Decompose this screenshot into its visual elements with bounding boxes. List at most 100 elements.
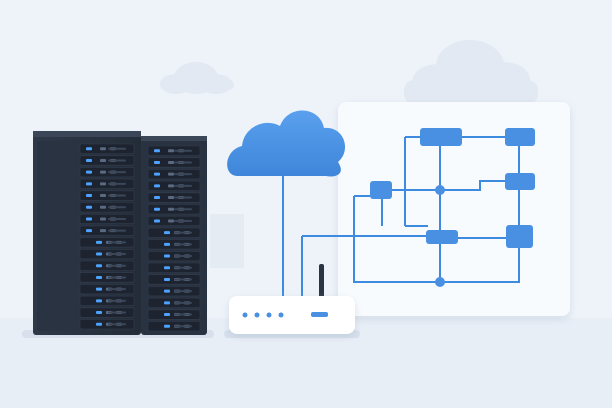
rack-led [86,217,92,221]
rack-led [164,301,170,305]
rack-led [100,147,106,151]
rack-vent [174,313,192,316]
rack-led [154,172,160,176]
rack-vent [108,159,126,162]
rack-led [96,264,102,268]
rack-vent [174,266,192,269]
router-led [254,312,260,318]
rack-led [168,207,174,211]
rack-vent [108,323,126,326]
background-cloud-small [160,62,234,94]
router-antenna [319,264,324,300]
rack-led [154,219,160,223]
rack-led [154,184,160,188]
node-box [506,225,533,248]
rack-vent [108,253,126,256]
rack-vent [108,229,126,232]
rack-led [154,160,160,164]
rack-led [86,205,92,209]
rack-led [100,229,106,233]
router-led [266,312,272,318]
node-dot [435,185,445,195]
rack-vent [174,219,192,222]
rack-unit [79,202,135,213]
rack-led [100,194,106,198]
rack-led [164,266,170,270]
rack-led [154,149,160,153]
network-diagram-icon [301,102,570,316]
rack-vent [174,290,192,293]
rack-unit [79,143,135,154]
rack-vent [108,147,126,150]
rack-led [164,254,170,258]
background-cloud-large [404,40,538,104]
rack-vent [174,231,192,234]
rack-led [168,172,174,176]
rack-unit [79,225,135,236]
rack-led [96,240,102,244]
node-box [505,128,535,146]
rack-led [100,158,106,162]
rack-led [86,170,92,174]
rack-vent [174,161,192,164]
rack-led [96,275,102,279]
rack-vent [108,276,126,279]
rack-unit [79,167,135,178]
rack-vent [108,299,126,302]
rack-door [37,141,77,331]
node-box [505,173,535,190]
rack-led [164,231,170,235]
rack-led [164,242,170,246]
rack-led [168,184,174,188]
rack-led [164,277,170,281]
node-box [370,181,392,199]
rack-unit [79,213,135,224]
background-block [210,214,244,268]
router-led [242,312,248,318]
node-box [426,230,458,244]
rack-vent [108,217,126,220]
rack-led [86,182,92,186]
node-box [420,128,462,146]
cloud-icon [227,110,346,300]
rack-led [168,160,174,164]
rack-vent [174,278,192,281]
rack-led [86,194,92,198]
rack-vent [174,301,192,304]
rack-unit [79,178,135,189]
rack-vent [174,325,192,328]
rack-led [164,313,170,317]
router-body [229,296,355,334]
rack-led [168,196,174,200]
diagram-panel [338,102,570,316]
rack-led [154,196,160,200]
rack-led [96,311,102,315]
rack-vent [108,288,126,291]
rack-vent [108,311,126,314]
rack-led [154,207,160,211]
rack-led [168,149,174,153]
rack-vent [174,255,192,258]
diagram-nodes [370,128,535,287]
rack-led [100,217,106,221]
rack-led [86,147,92,151]
rack-led [96,252,102,256]
rack-unit [79,190,135,201]
rack-vent [108,194,126,197]
rack-vent [108,171,126,174]
rack-vent [108,264,126,267]
rack-vent [108,182,126,185]
rack-led [168,219,174,223]
rack-vent [174,208,192,211]
rack-led [100,205,106,209]
rack-vent [174,149,192,152]
rack-led [96,299,102,303]
rack-right-units [147,145,201,332]
rack-led [86,229,92,233]
rack-vent [108,241,126,244]
rack-led [86,158,92,162]
rack-vent [174,243,192,246]
rack-vent [108,206,126,209]
rack-vent [174,184,192,187]
